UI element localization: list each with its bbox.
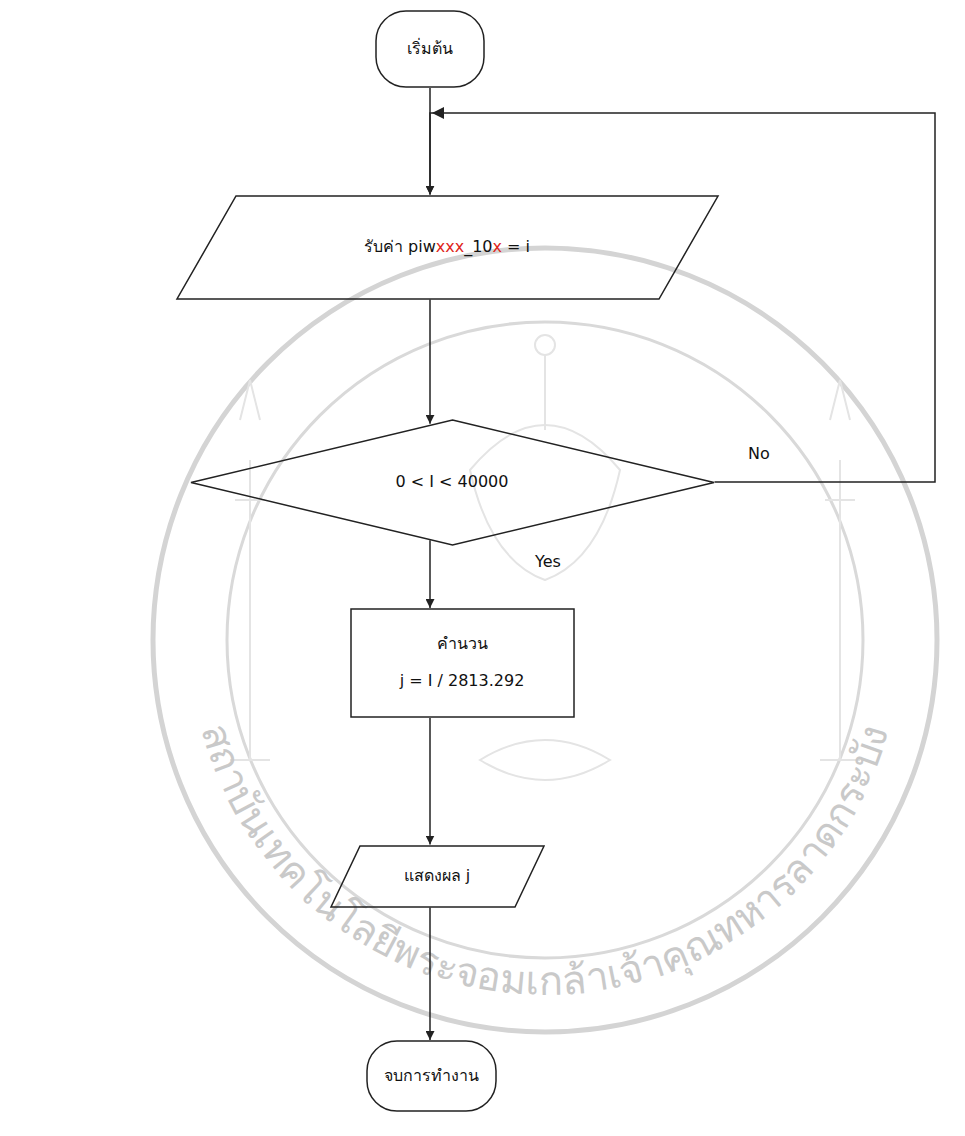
node-label: เริ่มต้น: [407, 39, 453, 60]
node-label: แสดงผล j: [404, 866, 471, 887]
edge-label: No: [748, 444, 770, 465]
input-parallelogram: รับค่า piwxxx_10x = i: [176, 195, 719, 300]
shape-border: [367, 1041, 496, 1111]
flow-arrow: [430, 107, 935, 482]
shape-border: [331, 846, 544, 907]
seal-ring: [227, 322, 863, 958]
flow-arrow: [430, 540, 431, 608]
node-texts: เริ่มต้น: [407, 39, 453, 60]
flow-arrow: [430, 300, 431, 424]
node-label: 0 < I < 40000: [396, 472, 509, 493]
connector-line: [429, 300, 431, 424]
flow-arrow: [430, 718, 431, 845]
flow-arrow: [430, 908, 431, 1041]
shape-border: [351, 609, 574, 717]
connector-line: [430, 113, 935, 482]
svg-text:สถาบันเทคโนโลยีพระจอมเกล้าเจ้า: สถาบันเทคโนโลยีพระจอมเกล้าเจ้าคุณทหารลาด…: [193, 719, 898, 1004]
node-texts: รับค่า piwxxx_10x = i: [364, 237, 530, 258]
node-texts: แสดงผล j: [404, 866, 471, 887]
start-terminator: เริ่มต้น: [375, 10, 485, 88]
seal-ring: [153, 248, 937, 1032]
connector-line: [429, 908, 431, 1041]
node-label: j = I / 2813.292: [400, 671, 525, 692]
shape-border: [191, 420, 714, 545]
connector-line: [429, 540, 431, 608]
placeholder-text: x: [493, 237, 502, 256]
seal-ornament: [230, 335, 860, 780]
decision-diamond: 0 < I < 40000: [190, 419, 715, 546]
shape-border: [376, 11, 484, 87]
watermark-text: สถาบันเทคโนโลยีพระจอมเกล้าเจ้าคุณทหารลาด…: [193, 719, 898, 1004]
end-terminator: จบการทำงาน: [366, 1040, 497, 1112]
edge-label: Yes: [535, 552, 561, 573]
placeholder-text: xxx: [436, 237, 464, 256]
connector-line: [429, 718, 431, 845]
shape-border: [177, 196, 718, 299]
node-texts: 0 < I < 40000: [396, 472, 509, 493]
output-parallelogram: แสดงผล j: [330, 845, 545, 908]
node-texts: คำนวน j = I / 2813.292: [400, 634, 525, 692]
process-box: คำนวน j = I / 2813.292: [350, 608, 575, 718]
node-texts: จบการทำงาน: [384, 1066, 479, 1087]
shape-outline: [350, 608, 575, 718]
node-label: จบการทำงาน: [384, 1066, 479, 1087]
node-label: รับค่า piwxxx_10x = i: [364, 237, 530, 258]
merge-arrowhead: [432, 107, 444, 119]
node-label: คำนวน: [437, 634, 488, 655]
